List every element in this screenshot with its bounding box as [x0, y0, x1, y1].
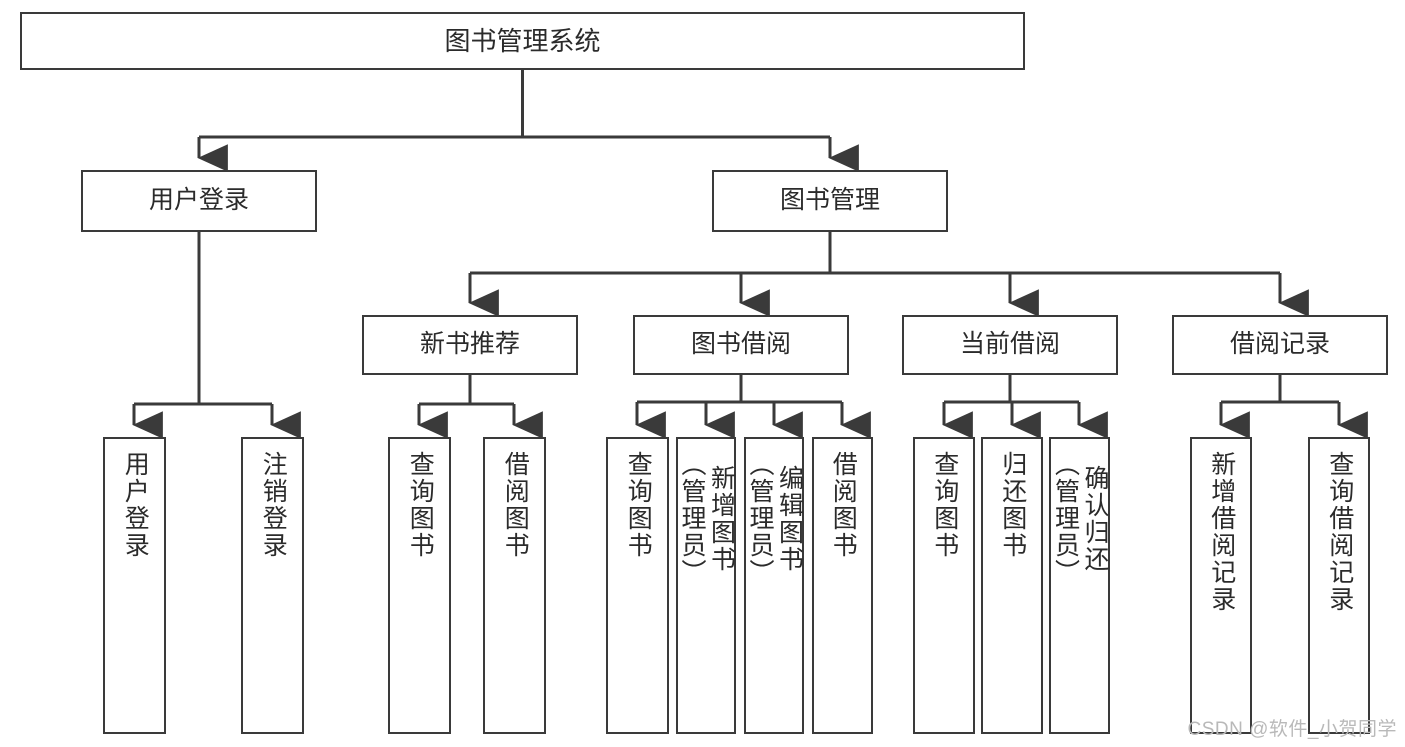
node-label: 图书管理 [779, 186, 880, 215]
node-label: 用户登录 [121, 451, 150, 559]
node-label: 归还图书 [998, 451, 1027, 559]
node-label: 借阅记录 [1229, 330, 1330, 359]
node-book-borrowing[interactable]: 图书借阅 [633, 315, 849, 375]
leaf-user-logout[interactable]: 注销登录 [241, 437, 304, 734]
leaf-borrow-borrow-book[interactable]: 借阅图书 [812, 437, 873, 734]
node-label: 图书管理系统 [444, 25, 601, 56]
leaf-borrow-add-book-admin[interactable]: 新增图书 （管理员） [676, 437, 736, 734]
node-label: 当前借阅 [959, 330, 1060, 359]
node-borrow-records[interactable]: 借阅记录 [1172, 315, 1388, 375]
node-user-login-module[interactable]: 用户登录 [81, 170, 317, 232]
node-current-borrowing[interactable]: 当前借阅 [902, 315, 1118, 375]
leaf-current-return-book[interactable]: 归还图书 [981, 437, 1043, 734]
node-label: 注销登录 [259, 451, 288, 559]
node-label: 查询图书 [624, 451, 653, 559]
leaf-current-confirm-return-admin[interactable]: 确认归还 （管理员） [1049, 437, 1110, 734]
node-book-management-module[interactable]: 图书管理 [712, 170, 948, 232]
node-label: 确认归还 （管理员） [1051, 451, 1110, 586]
node-root-system[interactable]: 图书管理系统 [20, 12, 1025, 70]
leaf-new-borrow-book[interactable]: 借阅图书 [483, 437, 546, 734]
leaf-borrow-query-book[interactable]: 查询图书 [606, 437, 669, 734]
leaf-new-query-book[interactable]: 查询图书 [388, 437, 451, 734]
leaf-user-login[interactable]: 用户登录 [103, 437, 166, 734]
node-label: 图书借阅 [690, 330, 791, 359]
node-label: 查询图书 [930, 451, 959, 559]
leaf-borrow-edit-book-admin[interactable]: 编辑图书 （管理员） [744, 437, 804, 734]
node-label: 查询图书 [406, 451, 435, 559]
node-label: 借阅图书 [829, 451, 858, 559]
node-label: 借阅图书 [501, 451, 530, 559]
node-label: 用户登录 [148, 186, 249, 215]
leaf-current-query-book[interactable]: 查询图书 [913, 437, 975, 734]
node-new-book-recommendation[interactable]: 新书推荐 [362, 315, 578, 375]
node-label: 新书推荐 [419, 330, 520, 359]
leaf-record-add[interactable]: 新增借阅记录 [1190, 437, 1252, 734]
node-label: 新增借阅记录 [1207, 451, 1236, 613]
leaf-record-query[interactable]: 查询借阅记录 [1308, 437, 1370, 734]
node-label: 查询借阅记录 [1325, 451, 1354, 613]
node-label: 新增图书 （管理员） [678, 451, 736, 586]
node-label: 编辑图书 （管理员） [746, 451, 804, 586]
csdn-watermark: CSDN @软件_小贺同学 [1187, 719, 1397, 740]
